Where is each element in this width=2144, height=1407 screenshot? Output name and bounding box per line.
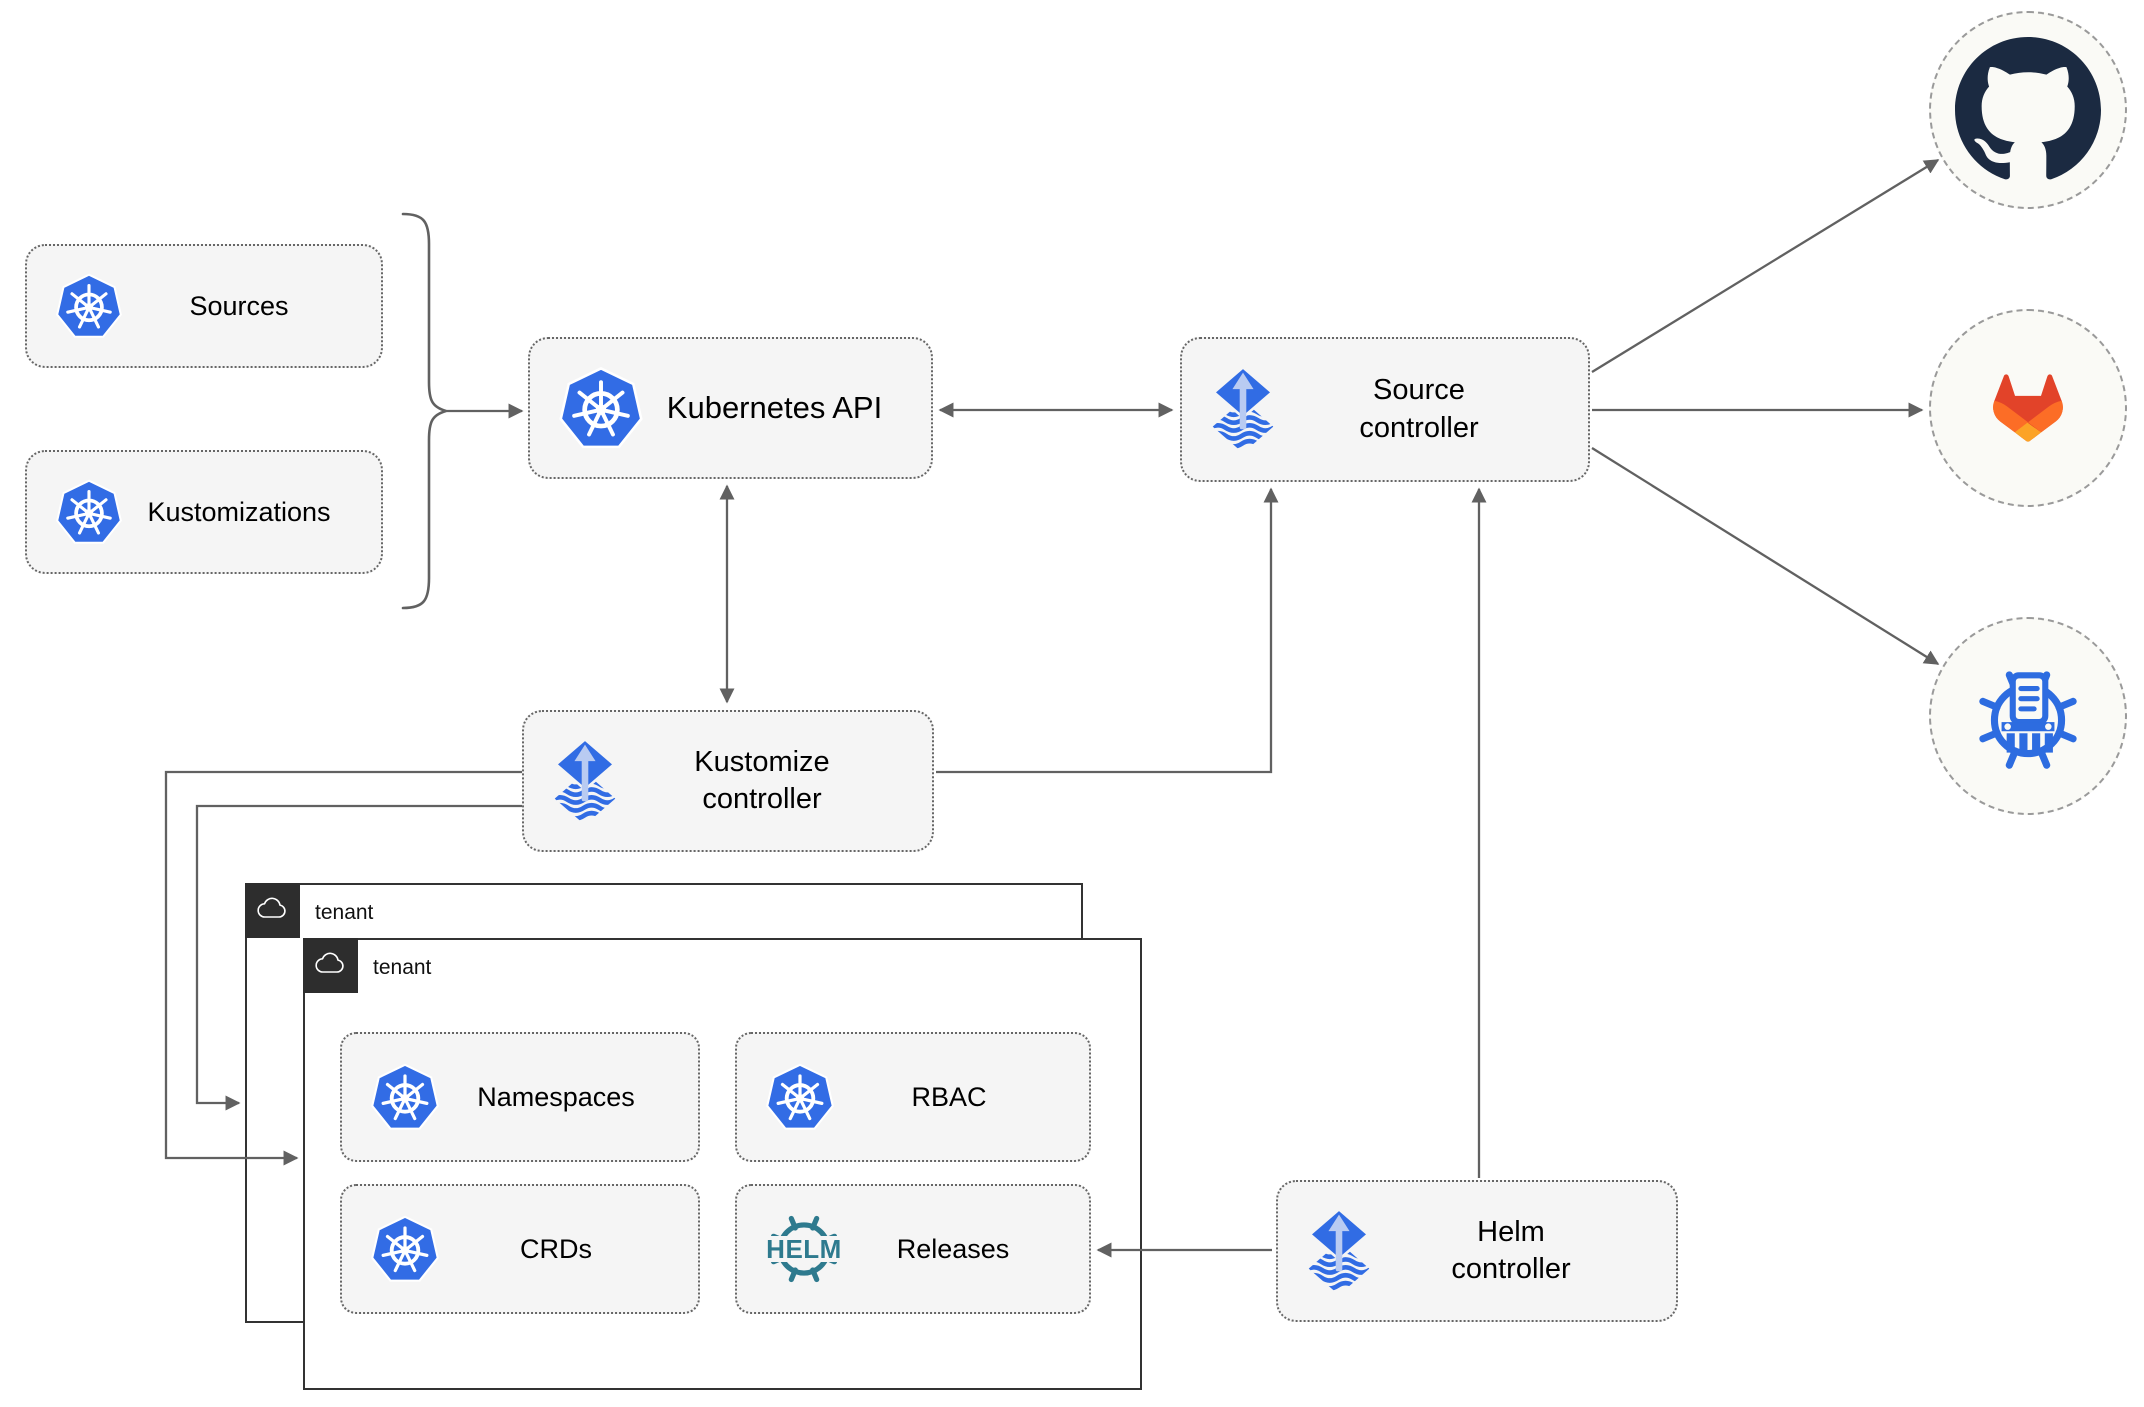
chartmuseum-icon (1967, 655, 2089, 777)
tenant-back-label: tenant (315, 900, 374, 924)
flux-icon (1210, 366, 1276, 453)
tenant-front-label: tenant (373, 955, 432, 979)
cloud-icon (256, 894, 288, 926)
chartmuseum-endpoint (1929, 617, 2127, 815)
helm-controller-box: Helm controller (1276, 1180, 1678, 1322)
kustomize-controller-label: Kustomize controller (694, 745, 830, 815)
tenant-front-tab (302, 937, 358, 993)
releases-box: HELM Releases (735, 1184, 1091, 1314)
helm-logo-icon: HELM (765, 1210, 843, 1288)
sources-box: Sources (25, 244, 383, 368)
releases-label: Releases (896, 1233, 1010, 1264)
edge-kustomize-to-source (936, 487, 1279, 774)
rbac-box: RBAC (735, 1032, 1091, 1162)
kustomizations-box: Kustomizations (25, 450, 383, 574)
flux-icon (1306, 1208, 1372, 1295)
rbac-label: RBAC (911, 1081, 987, 1112)
tenant-back-tab (244, 882, 300, 938)
kustomizations-label: Kustomizations (147, 496, 331, 527)
cloud-icon (314, 949, 346, 981)
gitlab-icon (1959, 339, 2097, 477)
brace-sources-group (401, 212, 451, 610)
namespaces-box: Namespaces (340, 1032, 700, 1162)
github-icon (1955, 37, 2101, 183)
kubernetes-icon (55, 478, 123, 546)
kubernetes-icon (370, 1062, 440, 1132)
tenant-box-front: tenant (302, 937, 1142, 1390)
kubernetes-icon (55, 272, 123, 340)
kubernetes-icon (558, 365, 644, 451)
helm-controller-label: Helm controller (1451, 1215, 1571, 1285)
sources-label: Sources (189, 290, 289, 321)
crds-label: CRDs (520, 1233, 592, 1264)
kubernetes-icon (765, 1062, 835, 1132)
kubernetes-icon (370, 1214, 440, 1284)
kubernetes-api-box: Kubernetes API (528, 337, 933, 479)
helm-logo-text: HELM (765, 1234, 843, 1264)
kustomize-controller-box: Kustomize controller (522, 710, 934, 852)
edge-source-to-chartmuseum (1591, 447, 1940, 665)
source-controller-label: Source controller (1359, 374, 1479, 444)
kubernetes-api-label: Kubernetes API (666, 390, 883, 426)
namespaces-label: Namespaces (477, 1081, 635, 1112)
github-endpoint (1929, 11, 2127, 209)
edge-source-to-github (1591, 159, 1940, 373)
gitlab-endpoint (1929, 309, 2127, 507)
source-controller-box: Source controller (1180, 337, 1590, 482)
crds-box: CRDs (340, 1184, 700, 1314)
flux-icon (552, 738, 618, 825)
